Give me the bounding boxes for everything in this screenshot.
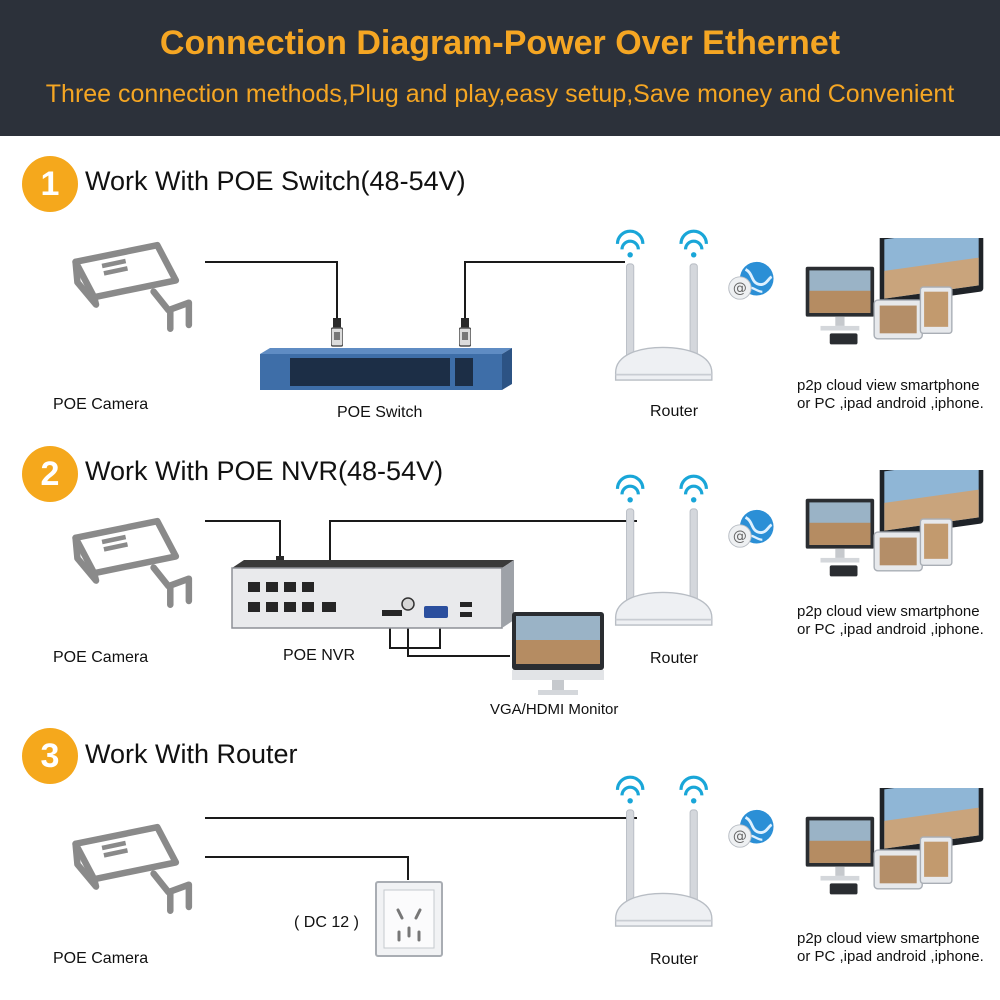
section-1-title: Work With POE Switch(48-54V) [85, 166, 466, 196]
poe-switch-icon [260, 348, 512, 390]
section-3-p2p-text: p2p cloud view smartphone or PC ,ipad an… [797, 930, 984, 966]
section-3-router-label: Router [650, 951, 699, 968]
globe-email-icon [727, 260, 775, 301]
poe-nvr-icon [231, 560, 514, 629]
section-2-title: Work With POE NVR(48-54V) [85, 456, 444, 486]
pc-monitor-icon [804, 788, 985, 896]
globe-email-icon [727, 508, 775, 549]
header-banner: Connection Diagram-Power Over Ethernet T… [0, 0, 1000, 136]
section-1-p2p-text: p2p cloud view smartphone or PC ,ipad an… [797, 377, 984, 413]
section-2-device-label: POE NVR [283, 647, 356, 664]
section-2-badge: 2 [22, 446, 78, 502]
section-1-router-label: Router [650, 403, 699, 420]
section-3-power-label: ( DC 12 ) [294, 914, 359, 931]
wall-outlet-icon [375, 881, 443, 957]
section-2-monitor-label: VGA/HDMI Monitor [490, 701, 619, 718]
router-icon [613, 474, 714, 627]
section-3-p2p-line1: p2p cloud view smartphone [797, 930, 980, 947]
section-3-title: Work With Router [85, 739, 298, 769]
pc-monitor-icon [804, 470, 985, 578]
section-2-p2p-line1: p2p cloud view smartphone [797, 603, 980, 620]
section-1-p2p-line2: or PC ,ipad android ,iphone. [797, 395, 984, 412]
section-2-router-label: Router [650, 650, 699, 667]
section-1-camera-label: POE Camera [53, 396, 149, 413]
page-title: Connection Diagram-Power Over Ethernet [159, 24, 841, 62]
router-icon [613, 775, 714, 928]
section-2-camera-label: POE Camera [53, 649, 149, 666]
section-3-camera-label: POE Camera [53, 950, 149, 967]
vga-hdmi-monitor-icon [512, 612, 604, 695]
page-subtitle: Three connection methods,Plug and play,e… [45, 80, 955, 108]
section-3-badge: 3 [22, 728, 78, 784]
router-icon [613, 229, 714, 382]
cctv-camera-icon [70, 238, 200, 334]
pc-monitor-icon [804, 238, 985, 346]
section-1-badge: 1 [22, 156, 78, 212]
cctv-camera-icon [70, 820, 200, 916]
section-1-p2p-line1: p2p cloud view smartphone [797, 377, 980, 394]
globe-email-icon [727, 808, 775, 849]
section-2-p2p-text: p2p cloud view smartphone or PC ,ipad an… [797, 603, 984, 639]
section-2-p2p-line2: or PC ,ipad android ,iphone. [797, 621, 984, 638]
cctv-camera-icon [70, 514, 200, 610]
section-1-device-label: POE Switch [337, 404, 423, 421]
rj45-plug-icon [331, 318, 343, 347]
section-3-p2p-line2: or PC ,ipad android ,iphone. [797, 948, 984, 965]
rj45-plug-icon [459, 318, 471, 347]
